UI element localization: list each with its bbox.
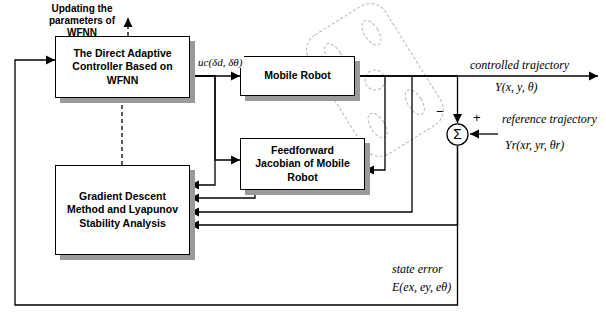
signal-name: controlled trajectory <box>470 58 569 73</box>
controller-box: The Direct Adaptive Controller Based on … <box>55 36 190 98</box>
signal-connector <box>190 76 412 212</box>
node-text: Gradient Descent Method and Lyapunov Sta… <box>62 190 183 229</box>
signal-symbol: Y(x, y, θ) <box>495 80 538 95</box>
signal-label: uc(δd, δθ) <box>196 56 244 68</box>
signal-symbol: E(ex, ey, eθ) <box>392 280 451 295</box>
sign-mark: + <box>473 110 481 125</box>
node-text: The Direct Adaptive Controller Based on … <box>62 47 183 86</box>
adaptation-box: Gradient Descent Method and Lyapunov Sta… <box>55 165 190 255</box>
signal-symbol: Yr(xr, yr, θr) <box>505 138 564 153</box>
reference-line <box>470 133 498 134</box>
summing-junction: Σ <box>446 123 469 146</box>
signal-connector <box>190 190 255 198</box>
signal-name: state error <box>392 262 443 277</box>
robot-box: Mobile Robot <box>240 56 355 96</box>
node-text: Mobile Robot <box>264 69 331 82</box>
sign-mark: − <box>436 104 444 119</box>
signal-name: reference trajectory <box>502 112 597 127</box>
node-text: Feedforward Jacobian of Mobile Robot <box>247 144 358 183</box>
jacobian-box: Feedforward Jacobian of Mobile Robot <box>240 138 365 190</box>
update-arrow <box>127 18 128 36</box>
node-text: Σ <box>453 126 462 144</box>
update-note: Updating the parameters of WFNN <box>38 3 126 39</box>
signal-connector <box>190 76 215 185</box>
signal-connector <box>121 98 122 165</box>
signal-connector <box>355 76 458 123</box>
